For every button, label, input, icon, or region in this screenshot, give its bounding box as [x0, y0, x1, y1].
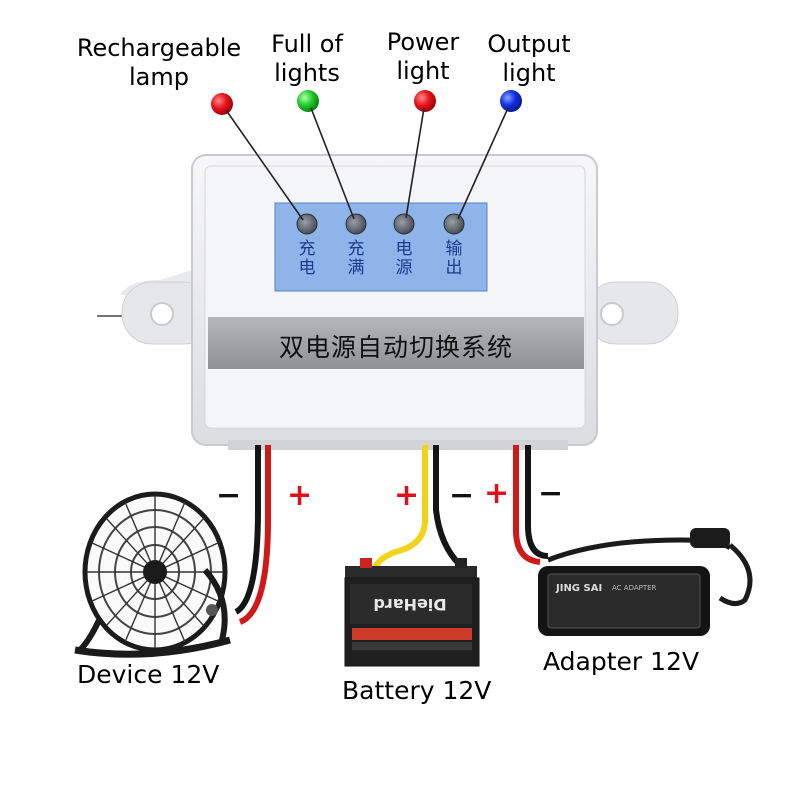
label-power-light: Power light	[386, 28, 460, 85]
desk-fan-icon	[74, 491, 231, 658]
panel-led-2	[345, 213, 367, 235]
battery-brand: DieHard	[373, 595, 446, 614]
switch-module	[120, 154, 679, 450]
device-plus-sign: +	[287, 478, 313, 513]
panel-label-2: 充满	[347, 239, 365, 278]
caption-adapter: Adapter 12V	[543, 647, 700, 676]
adapter-subtitle: AC ADAPTER	[612, 584, 657, 592]
battery-minus-sign: −	[449, 478, 475, 513]
led-dot-1	[211, 93, 233, 115]
title-band	[208, 317, 584, 369]
led-dot-4	[500, 90, 522, 112]
panel-label-1: 充电	[298, 239, 316, 278]
panel-label-3: 电源	[395, 239, 413, 278]
panel-label-4: 输出	[445, 239, 463, 278]
label-output-light: Output light	[487, 30, 571, 87]
leader-line-2	[310, 107, 355, 220]
led-dot-3	[414, 90, 436, 112]
car-battery-icon	[344, 558, 480, 667]
module-title: 双电源自动切换系统	[278, 333, 513, 362]
panel-led-3	[393, 213, 415, 235]
leader-line-1	[225, 109, 304, 221]
mount-hole-left	[150, 302, 174, 326]
panel-led-4	[443, 213, 465, 235]
label-rechargeable-lamp: Rechargeable lamp	[76, 34, 242, 91]
mount-hole-right	[600, 302, 624, 326]
label-full-of-lights: Full of lights	[271, 30, 343, 87]
adapter-plus-sign: +	[484, 476, 510, 511]
battery-plus-sign: +	[394, 478, 420, 513]
leader-line-4	[457, 107, 509, 220]
device-minus-sign: −	[216, 478, 242, 513]
leader-line-3	[405, 107, 425, 219]
power-adapter-icon	[538, 528, 753, 636]
adapter-minus-sign: −	[538, 476, 564, 511]
caption-device: Device 12V	[77, 660, 220, 689]
led-dot-2	[297, 90, 319, 112]
caption-battery: Battery 12V	[342, 676, 492, 705]
adapter-brand: JING SAI	[555, 583, 602, 594]
